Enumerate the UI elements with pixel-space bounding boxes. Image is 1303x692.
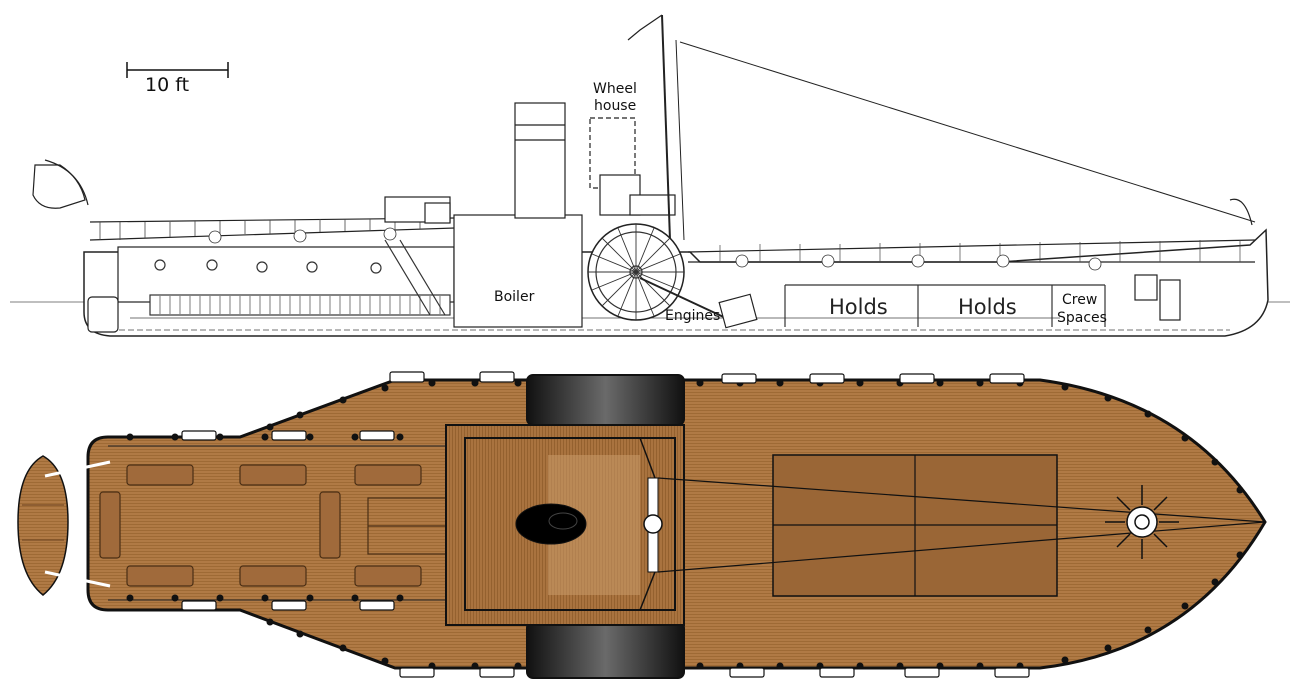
fenders: [181, 371, 1030, 678]
label-holds-1: Holds: [829, 295, 888, 319]
capstan: [1105, 485, 1179, 559]
label-boiler: Boiler: [494, 289, 535, 305]
label-engines: Engines: [665, 308, 720, 324]
mast: [661, 14, 671, 241]
label-crew-1: Crew: [1062, 292, 1097, 308]
side-elevation: [10, 14, 1290, 337]
label-wheelhouse-2: house: [594, 98, 636, 114]
label-crew-2: Spaces: [1057, 310, 1107, 326]
scale-bar-label: 10 ft: [145, 74, 189, 96]
cargo-hatch: [772, 454, 1058, 597]
stern-lifeboat: [32, 164, 86, 209]
funnel: [514, 102, 566, 219]
boiler-house: [453, 214, 583, 328]
label-holds-2: Holds: [958, 295, 1017, 319]
scale-bar: 10 ft: [126, 62, 229, 96]
paddle-wheel: [587, 223, 685, 321]
label-wheelhouse-1: Wheel: [593, 81, 637, 97]
dinghy: [17, 455, 69, 596]
mast-base: [643, 514, 663, 534]
aft-cabin: [117, 246, 455, 303]
paddle-box-starboard: [526, 374, 685, 426]
aft-skylights: [99, 464, 422, 587]
plan-view: [17, 371, 1267, 679]
paddle-box-port: [526, 621, 685, 679]
